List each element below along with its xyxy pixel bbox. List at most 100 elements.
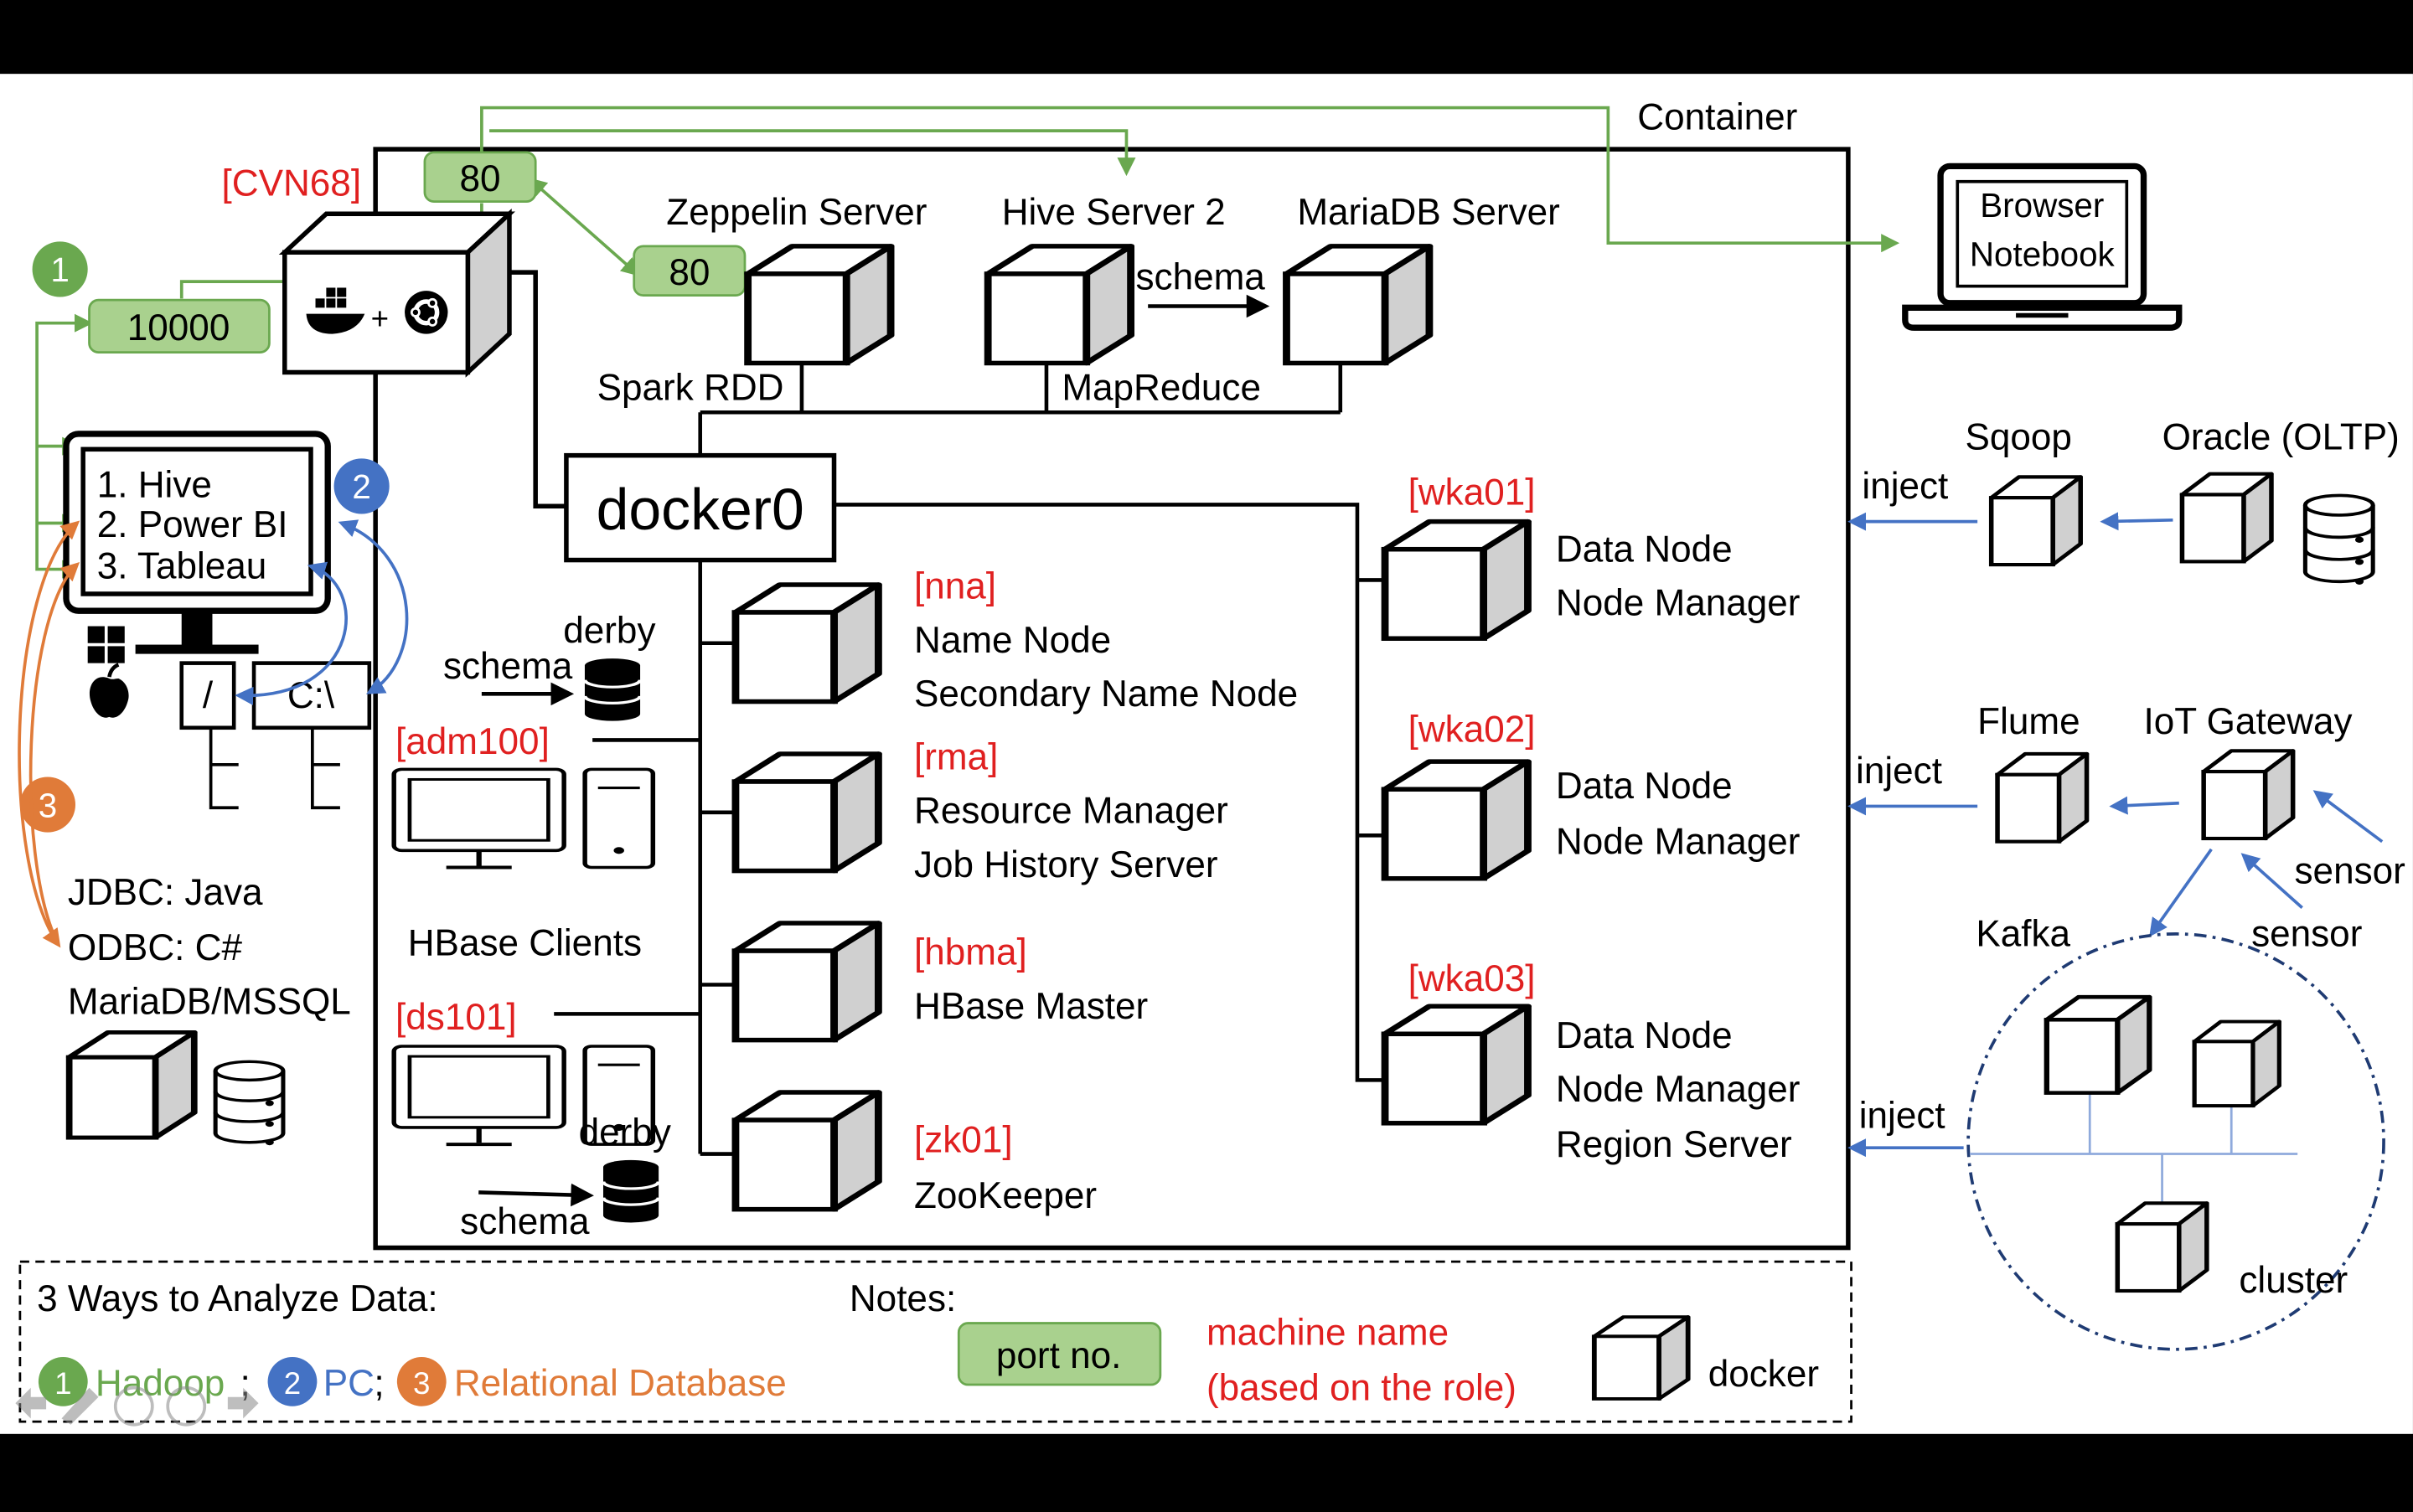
- iot-flume-arrow: [2109, 796, 2179, 815]
- legend-machine-name-2: (based on the role): [1206, 1367, 1517, 1408]
- cvn68-host-cube: [278, 208, 515, 378]
- flume-container: [1997, 754, 2087, 842]
- fs-tree-lines: [209, 727, 340, 810]
- cdrive-label: C:\: [287, 675, 335, 716]
- data-node-1-label: Data Node: [1556, 529, 1733, 570]
- schema-bottom-label: schema: [460, 1201, 590, 1242]
- notebook-label: Notebook: [1970, 235, 2116, 274]
- kafka-broker-2: [2194, 1022, 2279, 1107]
- schema-bottom-arrow: [478, 1183, 594, 1207]
- pc-filesystem-arrows: [235, 519, 409, 705]
- windows-icon: [87, 626, 125, 663]
- derby-bottom-db-icon: [603, 1160, 659, 1223]
- inject-1-label: inject: [1862, 466, 1948, 507]
- job-history-label: Job History Server: [914, 844, 1218, 885]
- zk01-container: [736, 1092, 878, 1210]
- hbase-master-label: HBase Master: [914, 986, 1148, 1027]
- secondary-name-node-label: Secondary Name Node: [914, 673, 1298, 715]
- pc-item-powerbi: 2. Power BI: [97, 504, 288, 545]
- port-badge-80-zeppelin: [633, 245, 747, 297]
- iot-kafka-arrow: [2149, 848, 2213, 937]
- pc-item-hive: 1. Hive: [97, 464, 212, 505]
- wka02-container: [1385, 761, 1527, 879]
- mapreduce-label: MapReduce: [1062, 368, 1261, 409]
- wka01-container: [1385, 522, 1527, 639]
- legend-num3: 3: [413, 1366, 430, 1401]
- iot-gateway-label: IoT Gateway: [2144, 701, 2353, 742]
- cvn68-label: [CVN68]: [221, 163, 361, 204]
- legend-hadoop-badge: [38, 1356, 88, 1406]
- num1-label: 1: [50, 250, 69, 289]
- legend-title: 3 Ways to Analyze Data:: [37, 1278, 438, 1319]
- prev-slide-icon[interactable]: [15, 1387, 47, 1419]
- apple-icon: [89, 663, 129, 718]
- legend-port-label: port no.: [996, 1335, 1121, 1376]
- sensor-1-label: sensor: [2295, 850, 2405, 891]
- sqoop-container: [1992, 477, 2081, 565]
- next-slide-icon[interactable]: [227, 1387, 259, 1419]
- hbase-clients-label: HBase Clients: [408, 923, 642, 964]
- node-manager-3-label: Node Manager: [1556, 1069, 1801, 1110]
- zookeeper-label: ZooKeeper: [914, 1175, 1097, 1216]
- inject-3-label: inject: [1859, 1095, 1945, 1136]
- legend-notes-title: Notes:: [850, 1278, 956, 1319]
- linux-fs-box: [179, 661, 236, 730]
- oracle-db-icon: [2305, 495, 2373, 585]
- legend-port-badge: [957, 1322, 1162, 1386]
- legend-docker-cube: [1594, 1317, 1688, 1399]
- sensor-2-arrow: [2240, 853, 2303, 910]
- zk01-label: [zk01]: [914, 1120, 1013, 1161]
- pen-icon[interactable]: [61, 1387, 99, 1425]
- derby-bottom-label: derby: [579, 1112, 671, 1153]
- wka01-label: [wka01]: [1408, 472, 1536, 513]
- kafka-label: Kafka: [1976, 914, 2070, 955]
- network-bus: [554, 503, 1386, 1156]
- server-bus: [698, 363, 1343, 456]
- rma-label: [rma]: [914, 736, 998, 777]
- wka03-label: [wka03]: [1408, 958, 1536, 999]
- name-node-label: Name Node: [914, 620, 1111, 661]
- pc-item-tableau: 3. Tableau: [97, 546, 267, 587]
- num2-label: 2: [352, 467, 370, 506]
- rdbms-container: [70, 1032, 194, 1138]
- port-badge-10000: [88, 298, 271, 353]
- oracle-sqoop-arrow: [2100, 512, 2173, 531]
- kafka-cluster-boundary: [1966, 932, 2385, 1351]
- wka03-container: [1385, 1006, 1527, 1123]
- legend-sep-2: ;: [374, 1363, 384, 1404]
- legend-hadoop-label: Hadoop: [96, 1363, 225, 1404]
- region-server-label: Region Server: [1556, 1124, 1792, 1165]
- kafka-cluster-network: [1969, 1092, 2298, 1204]
- slides-overview-icon[interactable]: [113, 1386, 154, 1427]
- legend-box: [18, 1260, 1852, 1423]
- slide-nav-controls[interactable]: [15, 1386, 259, 1427]
- flume-label: Flume: [1977, 701, 2080, 742]
- hadoop-number-badge: [32, 241, 88, 297]
- iot-gateway-container: [2204, 751, 2293, 839]
- legend-relational-badge: [396, 1356, 447, 1406]
- adm100-label: [adm100]: [395, 721, 550, 762]
- node-manager-2-label: Node Manager: [1556, 821, 1801, 862]
- spark-rdd-label: Spark RDD: [597, 368, 784, 409]
- hive-server-label: Hive Server 2: [1002, 192, 1226, 233]
- zeppelin-container: [748, 246, 891, 364]
- container-box: [373, 147, 1851, 1251]
- more-options-icon[interactable]: [166, 1386, 207, 1427]
- mariadb-mssql-label: MariaDB/MSSQL: [68, 981, 351, 1022]
- legend-pc-label: PC: [323, 1363, 375, 1404]
- docker-whale-icon: [306, 287, 365, 334]
- ds101-label: [ds101]: [395, 997, 517, 1038]
- num3-label: 3: [39, 786, 57, 824]
- legend-relational-label: Relational Database: [454, 1363, 787, 1404]
- plus-sign: +: [371, 302, 389, 336]
- docker0-bridge: [564, 452, 837, 563]
- relational-db-arrows: [18, 520, 80, 948]
- kafka-broker-1: [2047, 997, 2150, 1092]
- hbma-label: [hbma]: [914, 932, 1027, 973]
- legend-docker-label: docker: [1708, 1354, 1819, 1395]
- host-docker0-link: [509, 270, 566, 509]
- rdbms-db-icon: [215, 1061, 283, 1145]
- sqoop-label: Sqoop: [1965, 416, 2071, 457]
